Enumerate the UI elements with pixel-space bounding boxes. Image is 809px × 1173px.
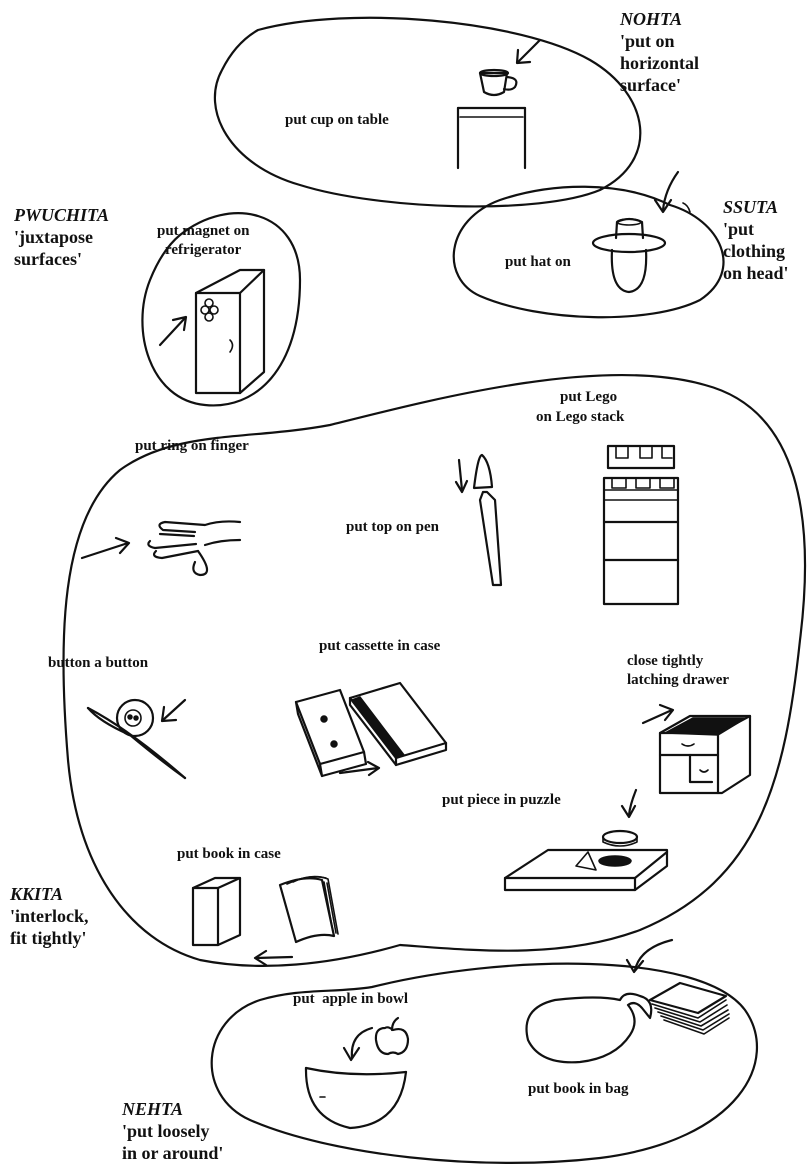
category-gloss-line: 'put [723, 218, 789, 240]
head-icon [612, 250, 646, 292]
books-stack-icon [650, 983, 729, 1034]
category-term: KKITA [10, 883, 89, 905]
category-term: NOHTA [620, 8, 699, 30]
arrow-icon [344, 1028, 372, 1060]
book-case-icon [193, 878, 240, 945]
category-gloss-line: fit tightly' [10, 927, 89, 949]
label-apple: put apple in bowl [293, 990, 408, 1009]
cup-icon [480, 70, 516, 95]
arrow-icon [160, 317, 186, 345]
category-nohta: NOHTA 'put on horizontal surface' [620, 8, 699, 96]
label-button: button a button [48, 654, 148, 673]
category-gloss-line: 'interlock, [10, 905, 89, 927]
hand-icon [148, 521, 240, 575]
category-kkita: KKITA 'interlock, fit tightly' [10, 883, 89, 949]
category-term: SSUTA [723, 196, 789, 218]
label-cassette: put cassette in case [319, 637, 440, 656]
label-drawer-line-1: close tightly [627, 652, 703, 671]
label-book-case: put book in case [177, 845, 281, 864]
button-icon [88, 700, 185, 778]
hat-icon [593, 219, 665, 252]
label-book-bag: put book in bag [528, 1080, 628, 1099]
apple-icon [376, 1018, 408, 1054]
category-gloss-line: surfaces' [14, 248, 109, 270]
arrow-icon [456, 460, 467, 492]
label-puzzle: put piece in puzzle [442, 791, 561, 810]
category-gloss-line: 'put on [620, 30, 699, 52]
label-hat: put hat on [505, 253, 571, 272]
magnet-icon [201, 299, 218, 321]
nohta-region [215, 18, 640, 207]
category-gloss-line: clothing [723, 240, 789, 262]
pen-icon [480, 492, 501, 585]
category-nehta: NEHTA 'put loosely in or around' [122, 1098, 223, 1164]
category-gloss-line: on head' [723, 262, 789, 284]
arrow-icon [643, 705, 673, 723]
arrow-icon [162, 700, 185, 721]
arrow-icon [622, 790, 636, 817]
label-magnet-line-2: refrigerator [165, 241, 241, 260]
label-cup-table: put cup on table [285, 111, 389, 130]
table-icon [458, 108, 525, 168]
label-lego-line-1: put Lego [560, 388, 617, 407]
lego-stack-icon [604, 446, 678, 604]
arrow-icon [82, 538, 129, 558]
arrow-icon [255, 951, 292, 965]
category-term: PWUCHITA [14, 204, 109, 226]
label-magnet-line-1: put magnet on [157, 222, 250, 241]
category-ssuta: SSUTA 'put clothing on head' [723, 196, 789, 284]
label-drawer-line-2: latching drawer [627, 671, 729, 690]
category-pwuchita: PWUCHITA 'juxtapose surfaces' [14, 204, 109, 270]
puzzle-board-icon [505, 850, 667, 890]
book-icon [280, 877, 338, 942]
label-ring: put ring on finger [135, 437, 249, 456]
arrow-icon [517, 40, 540, 63]
label-lego-line-2: on Lego stack [536, 408, 624, 427]
category-term: NEHTA [122, 1098, 223, 1120]
category-gloss-line: horizontal [620, 52, 699, 74]
bag-icon [527, 994, 652, 1063]
category-gloss-line: surface' [620, 74, 699, 96]
label-pen: put top on pen [346, 518, 439, 537]
category-gloss-line: 'juxtapose [14, 226, 109, 248]
category-gloss-line: in or around' [122, 1142, 223, 1164]
pen-top-icon [474, 455, 492, 488]
puzzle-piece-icon [603, 831, 637, 846]
category-gloss-line: 'put loosely [122, 1120, 223, 1142]
drawer-icon [660, 716, 750, 793]
refrigerator-icon [196, 270, 264, 393]
bowl-icon [306, 1068, 406, 1128]
